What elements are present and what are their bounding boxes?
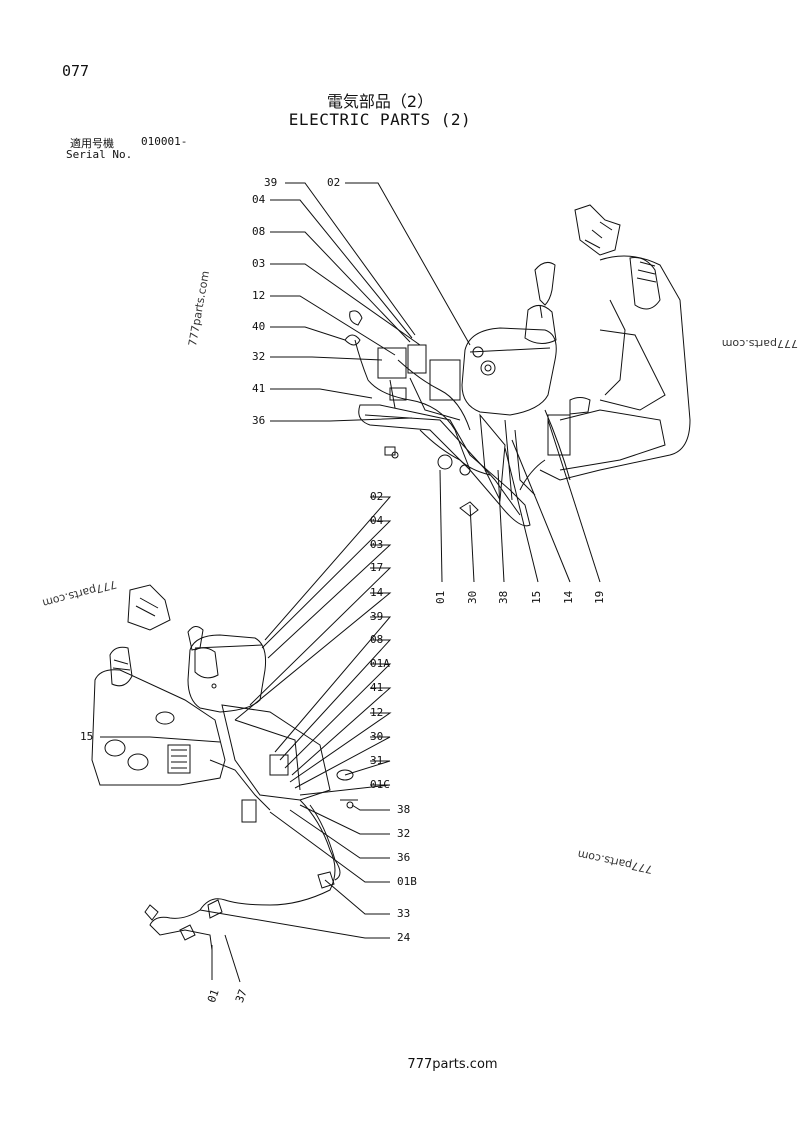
callout-36-upper: 36 <box>252 414 266 427</box>
callout-01A-lower: 01A <box>370 657 390 670</box>
serial-label-japanese: 適用号機 <box>70 137 114 150</box>
callout-15-lower: 15 <box>80 730 94 743</box>
lower-assembly-drawing <box>91 584 358 951</box>
callout-41-lower: 41 <box>370 681 384 694</box>
callout-17-lower: 17 <box>370 561 384 574</box>
callout-03-lower: 03 <box>370 538 384 551</box>
callout-04-upper: 04 <box>252 193 266 206</box>
callout-02-lower: 02 <box>370 490 384 503</box>
callout-40-upper: 40 <box>252 320 266 333</box>
callout-08-upper: 08 <box>252 225 266 238</box>
callout-41-upper: 41 <box>252 382 266 395</box>
callout-12-lower: 12 <box>370 706 384 719</box>
callout-03-upper: 03 <box>252 257 266 270</box>
page-number: 077 <box>62 62 90 80</box>
upper-assembly-drawing <box>344 204 691 527</box>
watermark-777parts: 777parts.com <box>721 337 798 350</box>
title-english: ELECTRIC PARTS (2) <box>288 110 472 129</box>
callout-32-lower: 32 <box>397 827 411 840</box>
callout-01B-lower: 01B <box>397 875 417 888</box>
serial-number-value: 010001- <box>141 135 188 148</box>
callout-33-lower: 33 <box>397 907 411 920</box>
callout-14-lower: 14 <box>370 586 384 599</box>
callout-01-upper: 01 <box>434 590 447 604</box>
title-japanese: 電気部品（2） <box>326 92 434 111</box>
callout-24-lower: 24 <box>397 931 411 944</box>
lower-leader-lines <box>100 496 392 983</box>
upper-leader-lines <box>270 182 601 583</box>
callout-19-upper: 19 <box>593 590 606 604</box>
callout-08-lower: 08 <box>370 633 384 646</box>
callout-31-lower: 31 <box>370 754 384 767</box>
callout-04-lower: 04 <box>370 514 384 527</box>
callout-30-lower: 30 <box>370 730 384 743</box>
callout-38-upper: 38 <box>497 590 510 604</box>
callout-36-lower: 36 <box>397 851 411 864</box>
serial-label-english: Serial No. <box>66 148 133 161</box>
callout-14-upper: 14 <box>562 590 575 604</box>
footer-site: 777parts.com <box>407 1057 498 1072</box>
callout-15-upper: 15 <box>530 590 543 604</box>
callout-30-upper: 30 <box>466 590 479 604</box>
callout-39-upper: 39 <box>264 176 278 189</box>
callout-02-upper: 02 <box>327 176 341 189</box>
callout-38-lower: 38 <box>397 803 411 816</box>
callout-32-upper: 32 <box>252 350 266 363</box>
callout-39-lower: 39 <box>370 610 384 623</box>
callout-01C-lower: 01C <box>370 778 390 791</box>
callout-12-upper: 12 <box>252 289 266 302</box>
